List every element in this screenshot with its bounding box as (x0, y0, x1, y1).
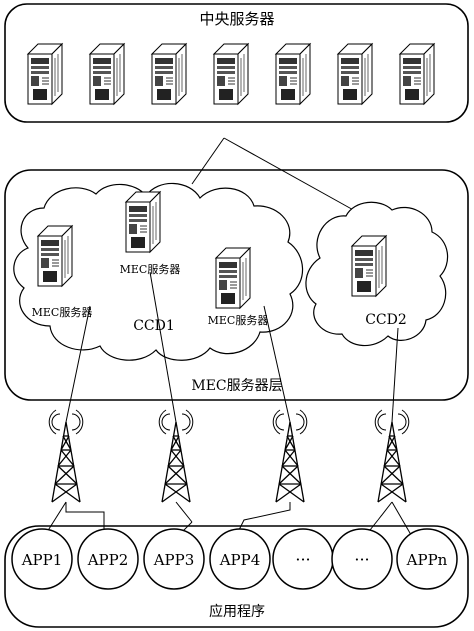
mec-layer-title: MEC服务器层 (191, 378, 282, 394)
link-mec-tower1 (65, 305, 91, 423)
app-circle-group (11, 528, 458, 590)
app-circle (11, 528, 73, 590)
link-tower2-app3 (175, 501, 193, 523)
base-station-tower-icon (272, 409, 308, 503)
link-tower4-app (377, 501, 393, 521)
link-mec-tower2 (149, 271, 177, 423)
base-station-tower-icon (374, 409, 410, 503)
central-server-icon (275, 43, 311, 105)
ccd1-cloud (13, 182, 304, 361)
app-circle (331, 528, 393, 590)
app-layer-title: 应用程序 (209, 603, 265, 620)
mec-layer-frame (4, 169, 469, 401)
central-server-icon (399, 43, 435, 105)
mec-server-icon (215, 247, 251, 309)
mec-server-label: MEC服务器 (32, 306, 93, 319)
mec-server-label: MEC服务器 (120, 263, 181, 276)
base-station-tower-icon (158, 409, 194, 503)
mec-server-icon (37, 225, 73, 287)
central-server-frame (4, 3, 469, 123)
mec-server-label: MEC服务器 (208, 314, 269, 327)
app-label-4: APP4 (219, 551, 261, 569)
link-central-ccd2 (223, 137, 358, 213)
central-server-icon (151, 43, 187, 105)
app-label-n: APPn (406, 551, 448, 569)
app-circle (209, 528, 271, 590)
central-server-icon (27, 43, 63, 105)
link-mec-tower3 (263, 305, 291, 423)
link-mec-tower4 (391, 327, 399, 423)
app-circle (143, 528, 205, 590)
app-label-ellipsis-1: ··· (295, 550, 310, 569)
central-server-rack (27, 43, 435, 105)
central-server-icon (89, 43, 125, 105)
base-station-tower-icon (48, 409, 84, 503)
central-server-title: 中央服务器 (199, 10, 274, 28)
ccd2-label: CCD2 (365, 312, 407, 328)
app-label-2: APP2 (87, 551, 129, 569)
mec-server-icon (351, 235, 387, 297)
link-central-ccd1 (191, 137, 225, 185)
central-server-icon (337, 43, 373, 105)
app-circle (396, 528, 458, 590)
app-label-1: APP1 (21, 551, 63, 569)
app-label-3: APP3 (153, 551, 195, 569)
mec-server-icon (125, 191, 161, 253)
app-layer-frame (4, 525, 469, 628)
ccd1-label: CCD1 (133, 318, 175, 334)
app-circle (77, 528, 139, 590)
central-server-icon (213, 43, 249, 105)
app-label-ellipsis-2: ··· (354, 550, 369, 569)
